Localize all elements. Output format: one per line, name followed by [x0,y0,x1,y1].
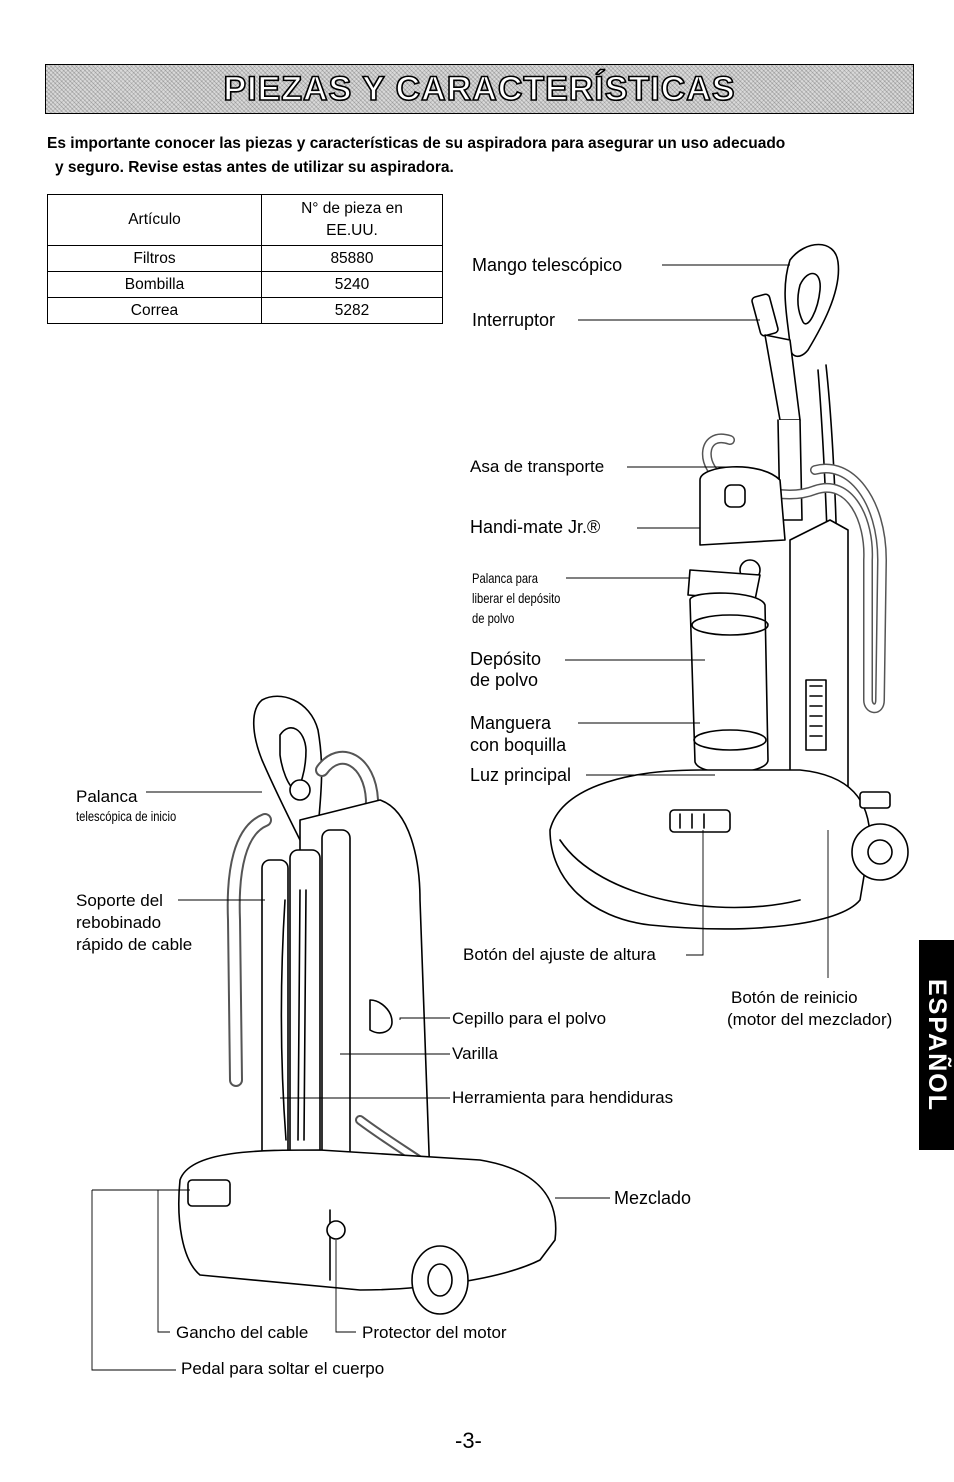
title-banner: PIEZAS Y CARACTERÍSTICAS [45,64,914,114]
table-row: Filtros 85880 [47,245,443,272]
label-palanca-telescopica-1: Palanca [76,787,138,806]
label-mezclado: Mezclado [614,1188,692,1208]
intro-paragraph: Es importante conocer las piezas y carac… [47,132,927,180]
row-article: Bombilla [47,271,262,298]
table-row: Bombilla 5240 [47,271,443,298]
leader-lines [91,264,829,1371]
label-palanca-telescopica-2: telescópica de inicio [76,808,177,824]
intro-line-2: y seguro. Revise estas antes de utilizar… [55,159,454,176]
label-gancho-cable: Gancho del cable [176,1323,309,1342]
label-boton-reinicio-2: (motor del mezclador) [727,1010,893,1029]
row-article: Filtros [47,245,262,272]
language-tab: ESPAÑOL [919,940,954,1150]
label-manguera-2: con boquilla [470,735,567,755]
row-part-number: 85880 [261,245,443,272]
label-deposito-2: de polvo [470,670,539,690]
label-soporte-3: rápido de cable [76,935,193,954]
label-varilla: Varilla [452,1044,498,1063]
header-part-number-line1: N° de pieza en [301,200,403,217]
vacuum-rear-drawing [178,695,557,1315]
label-protector-motor: Protector del motor [362,1323,507,1342]
header-article: Artículo [47,194,262,246]
label-palanca-deposito-1: Palanca para [472,570,539,586]
label-deposito-1: Depósito [470,649,542,669]
label-boton-reinicio-1: Botón de reinicio [731,988,858,1007]
row-article: Correa [47,297,262,324]
label-palanca-deposito-2: liberar el depósito [472,590,561,606]
header-part-number: N° de pieza en EE.UU. [261,194,443,246]
label-pedal-soltar-cuerpo: Pedal para soltar el cuerpo [181,1359,385,1378]
table-header-row: Artículo N° de pieza en EE.UU. [47,194,443,246]
label-interruptor: Interruptor [472,310,556,330]
table-row: Correa 5282 [47,297,443,324]
intro-line-1: Es importante conocer las piezas y carac… [47,135,786,152]
label-boton-ajuste-altura: Botón del ajuste de altura [463,945,656,964]
parts-table: Artículo N° de pieza en EE.UU. Filtros 8… [47,194,443,324]
label-luz-principal: Luz principal [470,765,572,785]
label-cepillo-polvo: Cepillo para el polvo [452,1009,607,1028]
header-part-number-line2: EE.UU. [326,222,378,239]
page-title: PIEZAS Y CARACTERÍSTICAS [223,69,736,109]
label-herramienta-hendiduras: Herramienta para hendiduras [452,1088,674,1107]
label-soporte-2: rebobinado [76,913,162,932]
label-palanca-deposito-3: de polvo [472,610,515,626]
vacuum-front-drawing [549,243,909,930]
page-number: -3- [455,1428,482,1453]
row-part-number: 5240 [261,271,443,298]
label-asa-de-transporte: Asa de transporte [470,457,605,476]
label-manguera-1: Manguera [470,713,552,733]
label-soporte-1: Soporte del [76,891,163,910]
language-tab-label: ESPAÑOL [923,978,951,1112]
label-handi-mate: Handi-mate Jr.® [470,517,601,537]
label-mango-telescopico: Mango telescópico [472,255,623,275]
row-part-number: 5282 [261,297,443,324]
